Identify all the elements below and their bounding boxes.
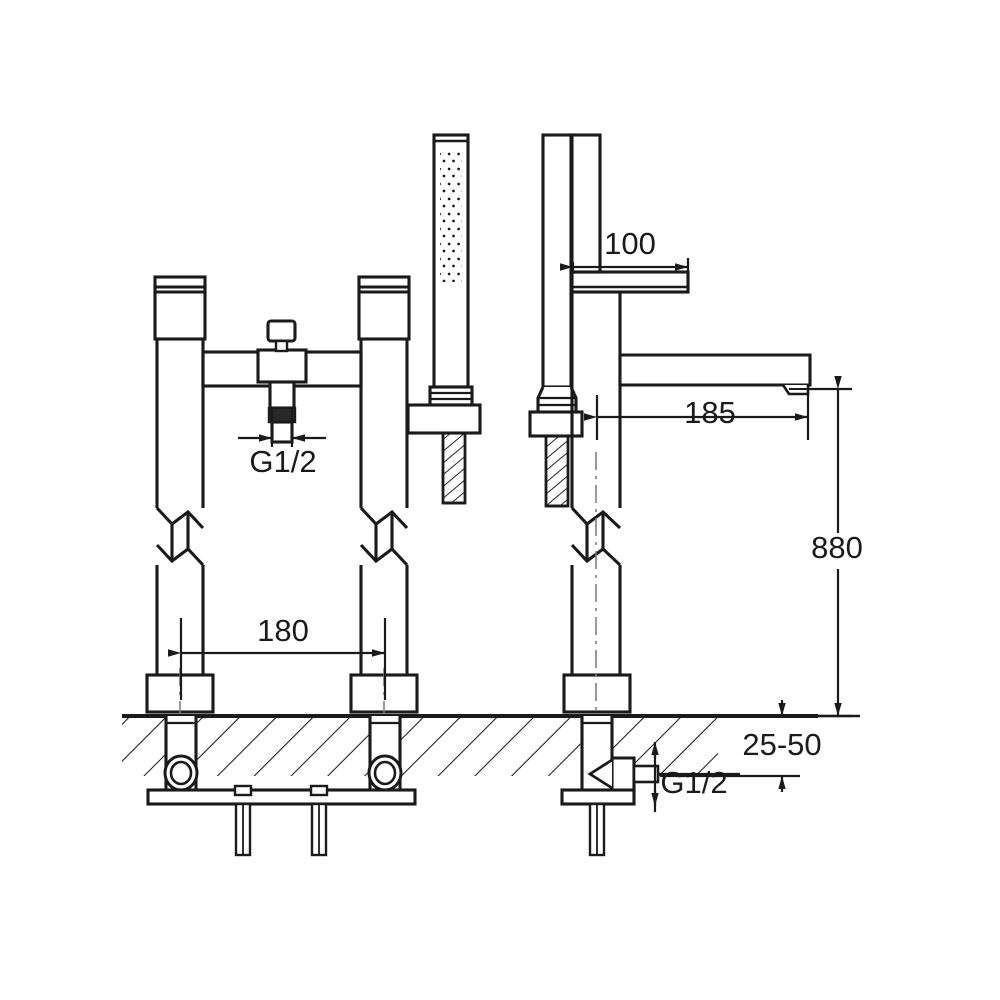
label-880-backing [806, 533, 870, 569]
mounting-bracket-plate-side [560, 788, 636, 857]
label-dim-185: 185 [684, 395, 736, 430]
dimension-g12-front [238, 408, 326, 447]
dimension-100 [560, 258, 690, 274]
flexible-hose [441, 431, 467, 505]
side-body-column [562, 287, 632, 760]
inlet-fitting-left [163, 754, 199, 792]
tap-pillar-right [349, 275, 419, 760]
mounting-bracket-plate [146, 788, 417, 806]
label-dim-180: 180 [257, 613, 309, 648]
label-g12-side: G1/2 [660, 765, 727, 800]
anchor-threaded-rods [233, 784, 329, 857]
riser-column [528, 133, 584, 508]
inlet-fitting-right [367, 754, 403, 792]
dimension-g12-side [651, 742, 740, 812]
water-inlet-fitting [587, 756, 660, 792]
dimension-180 [168, 618, 387, 700]
dimension-185 [584, 395, 810, 440]
label-dim-25-50: 25-50 [742, 727, 821, 762]
diverter-button [266, 319, 297, 353]
outlet-spout [618, 353, 812, 396]
label-dim-880-top: 880 [811, 530, 863, 565]
label-g12-front: G1/2 [249, 444, 316, 479]
hand-shower-head [428, 133, 474, 407]
diverter-spout [201, 348, 363, 444]
hand-shower-support [406, 403, 482, 435]
dimension-25-50 [660, 700, 800, 792]
label-dim-100: 100 [604, 226, 656, 261]
lever-handle [570, 133, 690, 294]
